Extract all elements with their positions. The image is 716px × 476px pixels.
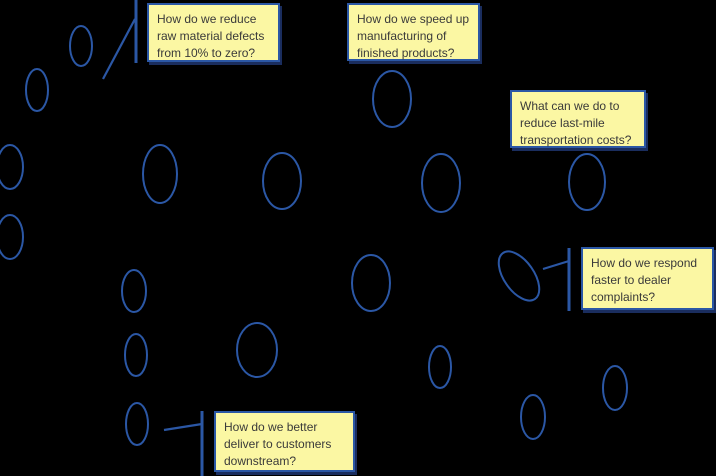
process-step-ellipse xyxy=(125,402,149,446)
callout-text-line: faster to dealer xyxy=(591,273,672,287)
callout-text-line: manufacturing of xyxy=(357,29,447,43)
callout-text-line: finished products? xyxy=(357,46,455,60)
process-step-ellipse xyxy=(69,25,93,67)
callout-respond-faster-dealer-complaints: How do we respond faster to dealer compl… xyxy=(581,247,714,310)
process-step-ellipse xyxy=(124,333,148,377)
callout-reduce-raw-material-defects: How do we reduce raw material defects fr… xyxy=(147,3,280,62)
process-step-ellipse xyxy=(262,152,302,210)
process-step-ellipse xyxy=(236,322,278,378)
process-step-ellipse xyxy=(25,68,49,112)
callout-leader-line xyxy=(542,259,570,271)
callout-text-line: How do we speed up xyxy=(357,12,470,26)
callout-text-line: deliver to customers xyxy=(224,437,332,451)
callout-text-line: from 10% to zero? xyxy=(157,46,256,60)
process-step-ellipse xyxy=(0,214,24,260)
process-step-ellipse xyxy=(568,153,606,211)
callout-deliver-customers-downstream: How do we better deliver to customers do… xyxy=(214,411,355,472)
callout-text-line: reduce last-mile xyxy=(520,116,605,130)
callout-text-line: How do we better xyxy=(224,420,318,434)
callout-text-line: How do we respond xyxy=(591,256,698,270)
process-step-ellipse xyxy=(421,153,461,213)
process-step-ellipse xyxy=(0,144,24,190)
callout-leader-line xyxy=(163,422,203,432)
process-step-ellipse xyxy=(142,144,178,204)
process-step-ellipse xyxy=(428,345,452,389)
callout-text-line: How do we reduce xyxy=(157,12,257,26)
process-step-ellipse xyxy=(520,394,546,440)
callout-text-line: raw material defects xyxy=(157,29,265,43)
process-step-ellipse xyxy=(372,70,412,128)
process-step-ellipse xyxy=(497,250,541,302)
callout-leader-line xyxy=(102,18,136,80)
callout-reduce-last-mile-transport-costs: What can we do to reduce last-mile trans… xyxy=(510,90,646,148)
process-step-ellipse xyxy=(602,365,628,411)
process-step-ellipse xyxy=(351,254,391,312)
callout-text-line: complaints? xyxy=(591,290,656,304)
callout-text-line: transportation costs? xyxy=(520,133,632,147)
process-step-ellipse xyxy=(121,269,147,313)
callout-text-line: downstream? xyxy=(224,454,297,468)
callout-speed-up-manufacturing: How do we speed up manufacturing of fini… xyxy=(347,3,480,61)
callout-text-line: What can we do to xyxy=(520,99,620,113)
